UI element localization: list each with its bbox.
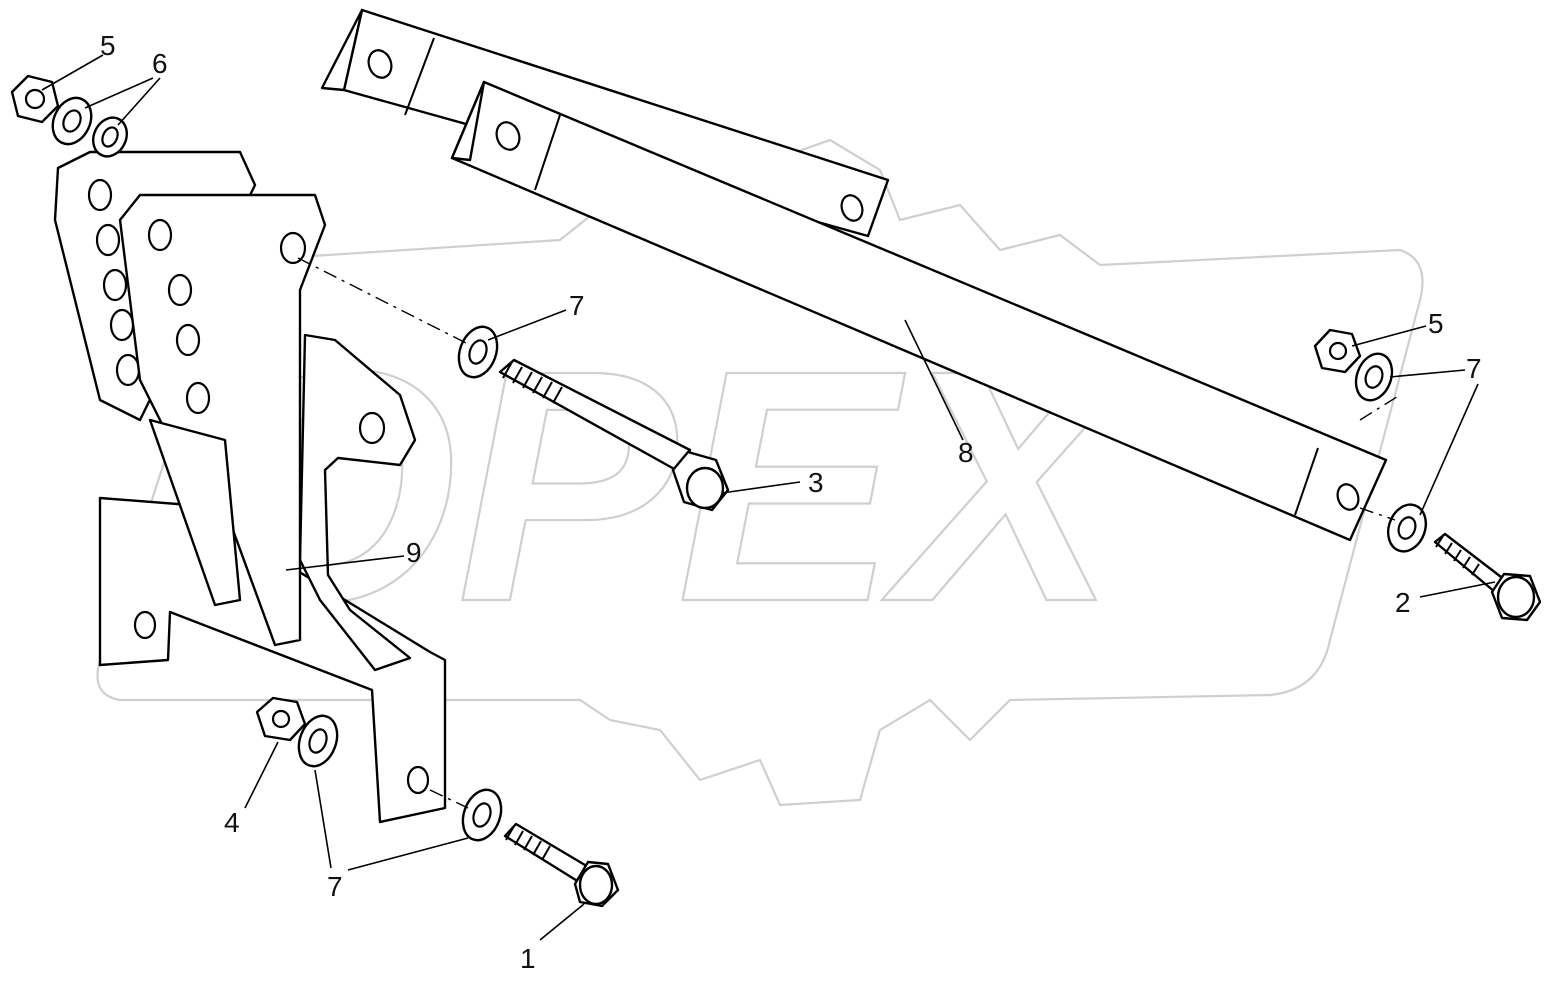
- part-5-nut-right: [1313, 328, 1362, 374]
- callout-label-5: 5: [1428, 308, 1444, 339]
- callout-label-8: 8: [958, 437, 974, 468]
- callout-label-2: 2: [1395, 587, 1411, 618]
- part-1-bolt: [503, 822, 620, 908]
- part-8-long-bar: [320, 8, 1388, 542]
- callout-numbers: 5 6 7 3 8 9 5 7 2 4 7 1: [100, 30, 1482, 974]
- callout-label-1: 1: [520, 943, 536, 974]
- callout-label-5: 5: [100, 30, 116, 61]
- assembly-axis-lines: [297, 257, 1401, 809]
- callout-label-7: 7: [569, 290, 585, 321]
- part-5-nut-top-left: [10, 74, 60, 124]
- part-4-nut: [255, 696, 307, 742]
- part-6-washers: [297, 714, 503, 842]
- callout-leader-lines: [41, 54, 1496, 941]
- part-2-bolt: [1433, 532, 1542, 622]
- callout-label-7: 7: [1466, 353, 1482, 384]
- part-9-pedal-bracket: [53, 150, 447, 824]
- callout-label-4: 4: [224, 807, 240, 838]
- part-3-bolt: [498, 358, 730, 512]
- callout-label-9: 9: [406, 537, 422, 568]
- callout-label-3: 3: [808, 467, 824, 498]
- part-7-washers: [51, 96, 1428, 553]
- callout-label-6: 7: [327, 871, 343, 902]
- callout-label-7: 6: [152, 48, 168, 79]
